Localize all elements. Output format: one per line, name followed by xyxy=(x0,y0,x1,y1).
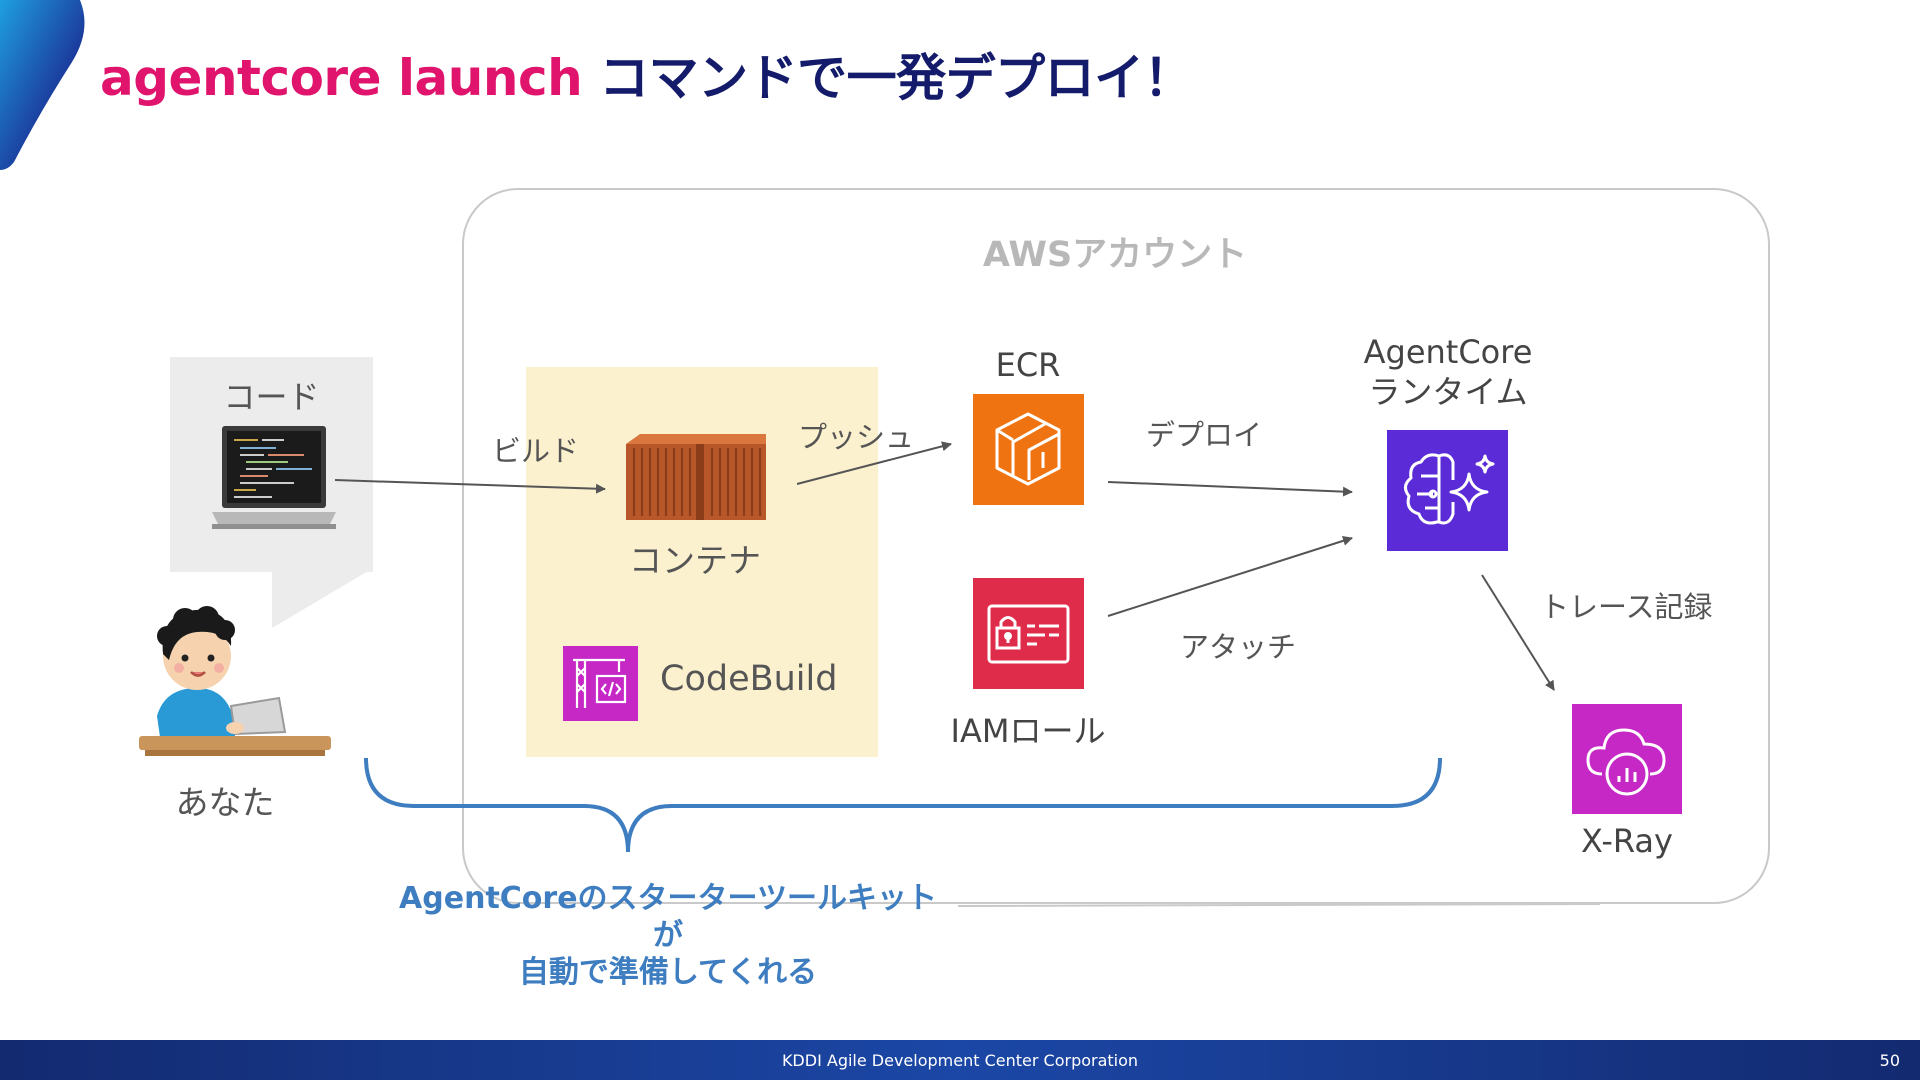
toolkit-note-line2: 自動で準備してくれる xyxy=(518,955,818,990)
build-edge-label: ビルド xyxy=(492,434,580,468)
shipping-container-icon xyxy=(626,434,766,520)
codebuild-label: CodeBuild xyxy=(660,659,838,699)
slide-title: agentcore launch コマンドで一発デプロイ！ xyxy=(100,38,1194,110)
xray-icon xyxy=(1572,704,1682,814)
xray-label: X-Ray xyxy=(1581,822,1673,860)
code-bubble-tail xyxy=(272,570,370,628)
toolkit-note: AgentCoreのスターターツールキットが 自動で準備してくれる xyxy=(390,880,946,991)
footer-company: KDDI Agile Development Center Corporatio… xyxy=(781,1051,1139,1070)
iam-role-label: IAMロール xyxy=(950,712,1106,750)
runtime-label-line1: AgentCore xyxy=(1363,333,1533,371)
ecr-icon xyxy=(973,394,1084,505)
laptop-code-icon xyxy=(212,426,336,529)
runtime-label-line2: ランタイム xyxy=(1368,373,1528,411)
iam-role-icon xyxy=(973,578,1084,689)
push-edge-label: プッシュ xyxy=(798,420,915,454)
aws-account-label: AWSアカウント xyxy=(982,235,1248,275)
aws-account-boundary xyxy=(462,188,1770,904)
corner-decoration xyxy=(0,0,85,170)
agentcore-runtime-icon xyxy=(1387,430,1508,551)
attach-edge-label: アタッチ xyxy=(1180,630,1297,664)
title-rest: コマンドで一発デプロイ！ xyxy=(582,49,1194,107)
codebuild-icon xyxy=(563,646,638,721)
toolkit-note-line1: AgentCoreのスターターツールキットが xyxy=(399,881,937,953)
ecr-label: ECR xyxy=(995,346,1061,384)
runtime-label: AgentCore ランタイム xyxy=(1330,332,1566,412)
trace-edge-label: トレース記録 xyxy=(1540,590,1713,624)
person-illustration xyxy=(139,606,331,756)
container-label: コンテナ xyxy=(629,541,761,580)
you-label: あなた xyxy=(175,783,275,822)
title-highlight: agentcore launch xyxy=(100,49,583,107)
footer-bar xyxy=(0,1040,1920,1080)
deploy-edge-label: デプロイ xyxy=(1146,418,1263,452)
code-label: コード xyxy=(223,378,320,416)
page-number: 50 xyxy=(1879,1051,1900,1070)
note-connector xyxy=(957,903,1601,907)
